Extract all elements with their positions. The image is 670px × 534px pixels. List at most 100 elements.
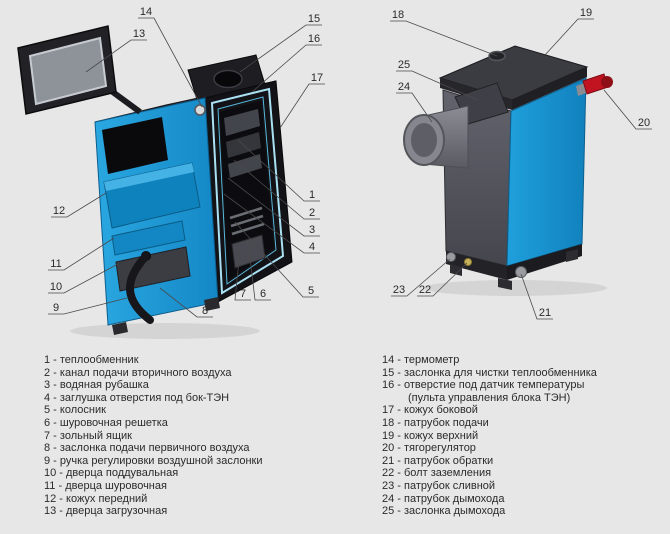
legend-item: 9 - ручка регулировки воздушной заслонки: [44, 454, 263, 467]
callout-leader: [237, 139, 320, 202]
callout-leader: [391, 258, 451, 297]
legend-item: 16 - отверстие под датчик температуры: [382, 379, 585, 392]
callout-number: 8: [202, 305, 208, 317]
callout-leader: [396, 70, 479, 101]
callout-leader: [234, 249, 251, 301]
callout-number: 14: [140, 6, 152, 18]
foot: [566, 249, 578, 262]
callout-leader: [48, 263, 119, 294]
legend-item: 18 - патрубок подачи: [382, 416, 489, 429]
cutaway-section: [204, 80, 293, 303]
callout-number: 17: [311, 72, 323, 84]
thermometer: [194, 104, 206, 116]
callout-number: 25: [398, 59, 410, 71]
legend-item: 21 - патрубок обратки: [382, 454, 494, 467]
legend-item: 3 - водяная рубашка: [44, 379, 149, 392]
callout-leader: [396, 92, 433, 123]
callout-leader: [227, 177, 320, 237]
legend-item: 23 - патрубок сливной: [382, 479, 496, 492]
legend-item: 12 - кожух передний: [44, 492, 148, 505]
callout-number: 13: [133, 28, 145, 40]
callout-number: 21: [539, 307, 551, 319]
callout-number: 10: [50, 281, 62, 293]
water-jacket-inner: [217, 96, 277, 285]
callout-number: 18: [392, 9, 404, 21]
callout-number: 24: [398, 81, 410, 93]
callout-leader: [48, 297, 128, 315]
callout-number: 16: [308, 33, 320, 45]
callout-leader: [233, 159, 320, 220]
callout-leader: [544, 18, 594, 56]
legend-item: 14 - термометр: [382, 354, 460, 366]
shadow-left: [70, 323, 260, 339]
foot: [498, 278, 512, 290]
foot: [450, 264, 462, 276]
legend-item: (пульта управления блока ТЭН): [408, 391, 571, 404]
legend-item: 7 - зольный ящик: [44, 429, 132, 442]
callout-leader: [223, 193, 320, 254]
callout-number: 5: [308, 285, 314, 297]
draft-regulator: [576, 73, 613, 96]
return-pipe-stub: [515, 266, 527, 278]
chimney-pipe-bore: [411, 123, 437, 157]
ash-box: [231, 234, 266, 269]
callout-leader: [251, 44, 322, 93]
door-hinge: [108, 87, 142, 115]
callout-leader: [603, 89, 652, 130]
callout-number: 7: [240, 288, 246, 300]
callout-leader: [48, 237, 115, 271]
callout-leader: [234, 221, 319, 298]
stoking-door-bevel: [104, 163, 194, 191]
callout-number: 12: [53, 205, 65, 217]
callout-number: 22: [419, 284, 431, 296]
legend-item: 4 - заглушка отверстия под бок-ТЭН: [44, 391, 230, 404]
legend-item: 17 - кожух боковой: [382, 404, 478, 417]
chimney-pipe: [403, 105, 469, 169]
legend-item: 22 - болт заземления: [382, 467, 492, 480]
legend-item: 20 - тягорегулятор: [382, 442, 476, 455]
legend-item: 19 - кожух верхний: [382, 429, 479, 442]
callout-number: 2: [309, 207, 315, 219]
callout-leader: [239, 24, 322, 73]
callout-leader: [520, 273, 553, 320]
callout-leader: [279, 83, 325, 129]
callout-number: 9: [53, 302, 59, 314]
legend-item: 2 - канал подачи вторичного воздуха: [44, 366, 232, 379]
callout-leader: [417, 262, 468, 297]
flue-opening: [213, 69, 243, 89]
grate-bars: [229, 206, 265, 236]
callout-number: 15: [308, 13, 320, 25]
callout-number: 11: [50, 258, 61, 270]
legend-item: 25 - заслонка дымохода: [382, 505, 506, 518]
heat-exchanger-plate: [228, 154, 262, 178]
callout-leader: [390, 20, 498, 57]
callout-leader: [138, 17, 203, 108]
callout-leader: [247, 239, 271, 301]
callout-number: 19: [580, 7, 592, 19]
drain-pipe-stub: [446, 252, 456, 262]
legend-item: 11 - дверца шуровочная: [44, 479, 167, 492]
legend-item: 6 - шуровочная решетка: [44, 416, 168, 429]
legend-item: 13 - дверца загрузочная: [44, 505, 168, 518]
callout-leader: [51, 192, 107, 218]
foot: [112, 322, 128, 335]
boiler-rear-view: [403, 45, 613, 290]
legend-item: 5 - колосник: [44, 404, 106, 417]
door-seam: [111, 220, 186, 256]
front-panel: [94, 97, 220, 335]
callout-number: 3: [309, 224, 315, 236]
callout-leader: [159, 287, 213, 318]
shadow-right: [423, 280, 607, 296]
heat-exchanger-plate: [224, 109, 260, 136]
legend-item: 15 - заслонка для чистки теплообменника: [382, 366, 597, 379]
air-regulator-handle: [126, 252, 154, 324]
loading-door: [17, 25, 117, 115]
loading-door-inner: [28, 36, 108, 106]
legend-item: 8 - заслонка подачи первичного воздуха: [44, 442, 250, 455]
callout-leader: [85, 39, 147, 73]
